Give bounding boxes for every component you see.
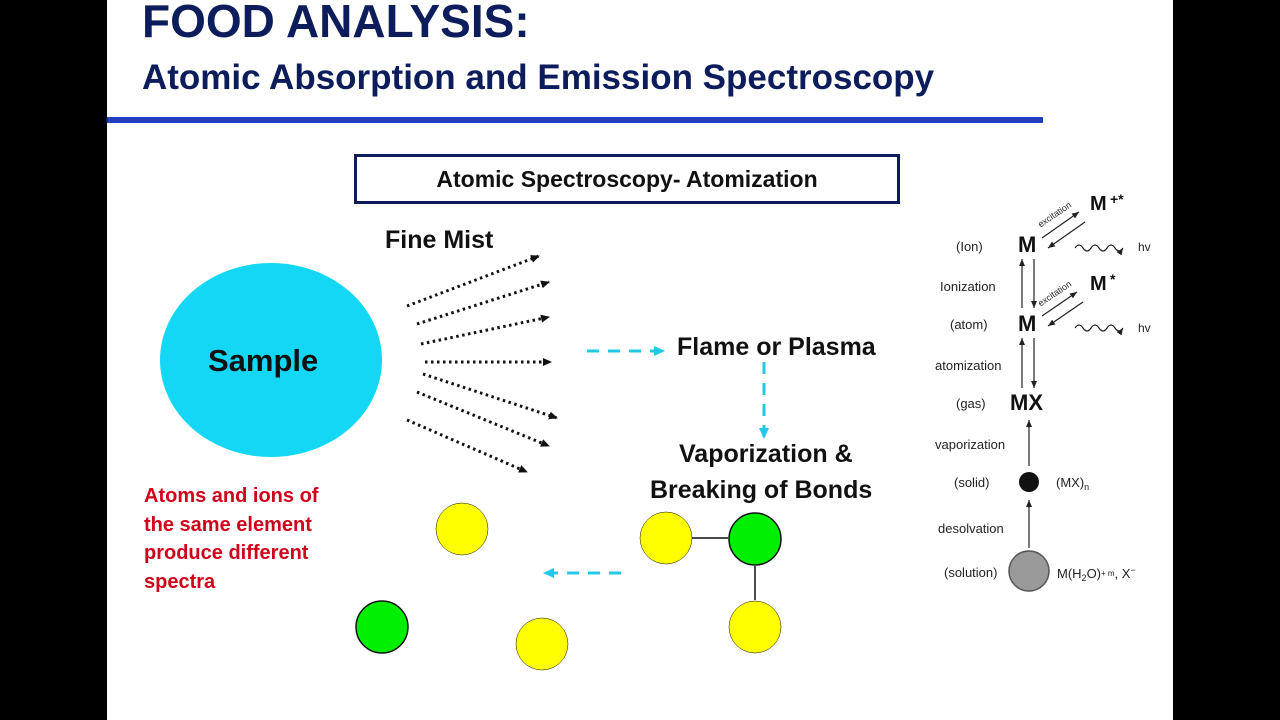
species-mx: MX <box>1010 390 1043 415</box>
arrow-relaxation-ion <box>1047 221 1086 249</box>
molecule <box>639 511 782 654</box>
free-yellow-atom <box>435 502 489 556</box>
arrow-excitation-ion <box>1041 211 1080 239</box>
solution-droplet <box>1008 550 1050 592</box>
species-atom: M <box>1018 311 1037 336</box>
slide-subtitle: Atomic Absorption and Emission Spectrosc… <box>142 58 935 97</box>
sample-label: Sample <box>208 343 319 378</box>
note-line: the same element <box>144 513 312 536</box>
slide: FOOD ANALYSIS: Atomic Absorption and Emi… <box>107 0 1173 720</box>
arrow-excitation-atom <box>1041 291 1078 317</box>
arrow-relaxation-atom <box>1047 301 1084 327</box>
solid-particle <box>1019 472 1039 492</box>
section-box: Atomic Spectroscopy- Atomization <box>354 154 900 204</box>
solution-formula-minus: − <box>1130 565 1136 575</box>
solution-formula-c: , X <box>1114 566 1131 581</box>
sample-ellipse <box>160 263 382 457</box>
emission-wave-atom <box>1074 324 1124 336</box>
free-yellow-atom <box>515 617 569 671</box>
ion-excited-superscript: +* <box>1110 191 1124 207</box>
note-line: spectra <box>144 570 216 593</box>
species-ion-excited: M <box>1090 193 1107 215</box>
note-line: Atoms and ions of <box>144 485 319 507</box>
hv-label-atom: hv <box>1138 321 1151 335</box>
mist-arrow <box>406 254 540 308</box>
mist-arrow <box>420 314 550 346</box>
mist-arrow <box>422 372 558 420</box>
state-atom: (atom) <box>950 317 988 332</box>
scheme-arrows <box>1019 211 1124 548</box>
molecule-yellow-atom <box>639 511 693 565</box>
title-rule <box>107 117 1043 123</box>
mist-arrows <box>406 254 558 474</box>
state-ion: (Ion) <box>956 239 983 254</box>
molecule-bonds <box>692 537 756 600</box>
mist-arrow <box>416 390 550 448</box>
mist-arrow <box>416 280 550 326</box>
flame-label: Flame or Plasma <box>677 333 876 361</box>
molecule-yellow-atom <box>728 600 782 654</box>
solution-formula-sub: 2 <box>1081 573 1087 583</box>
atom-excited-superscript: * <box>1110 271 1116 287</box>
slide-title: FOOD ANALYSIS: <box>142 0 530 47</box>
species-ion: M <box>1018 232 1037 257</box>
state-solid: (solid) <box>954 475 990 490</box>
solution-formula-supsub: + m <box>1101 569 1115 578</box>
emission-wave-ion <box>1074 244 1124 256</box>
species-atom-excited: M <box>1090 273 1107 295</box>
solid-formula-text: (MX) <box>1056 475 1085 490</box>
solution-formula-b: O) <box>1086 566 1102 581</box>
step-atomization: atomization <box>935 358 1002 373</box>
solution-formula: M(H2O)+ m, X− <box>1057 565 1136 583</box>
spectra-note: Atoms and ions of the same element produ… <box>144 482 318 596</box>
state-solution: (solution) <box>944 565 998 580</box>
note-line: produce different <box>144 542 309 564</box>
fine-mist-label: Fine Mist <box>385 226 494 254</box>
step-vaporization: vaporization <box>935 437 1006 452</box>
step-ionization: Ionization <box>940 279 996 294</box>
vaporization-label-line2: Breaking of Bonds <box>650 476 873 504</box>
flow-arrows <box>543 346 769 578</box>
atomization-diagram <box>160 211 1124 671</box>
step-desolvation: desolvation <box>938 521 1004 536</box>
solution-formula-a: M(H <box>1057 566 1082 581</box>
solid-formula-subscript: n <box>1084 482 1090 492</box>
solid-formula: (MX)n <box>1056 475 1089 492</box>
state-gas: (gas) <box>956 396 986 411</box>
vaporization-label-line1: Vaporization & <box>679 440 853 468</box>
molecule-green-atom <box>728 512 782 566</box>
mist-arrow <box>406 418 528 474</box>
free-green-atom <box>355 600 409 654</box>
section-box-label: Atomic Spectroscopy- Atomization <box>436 165 818 192</box>
hv-label-ion: hv <box>1138 240 1151 254</box>
